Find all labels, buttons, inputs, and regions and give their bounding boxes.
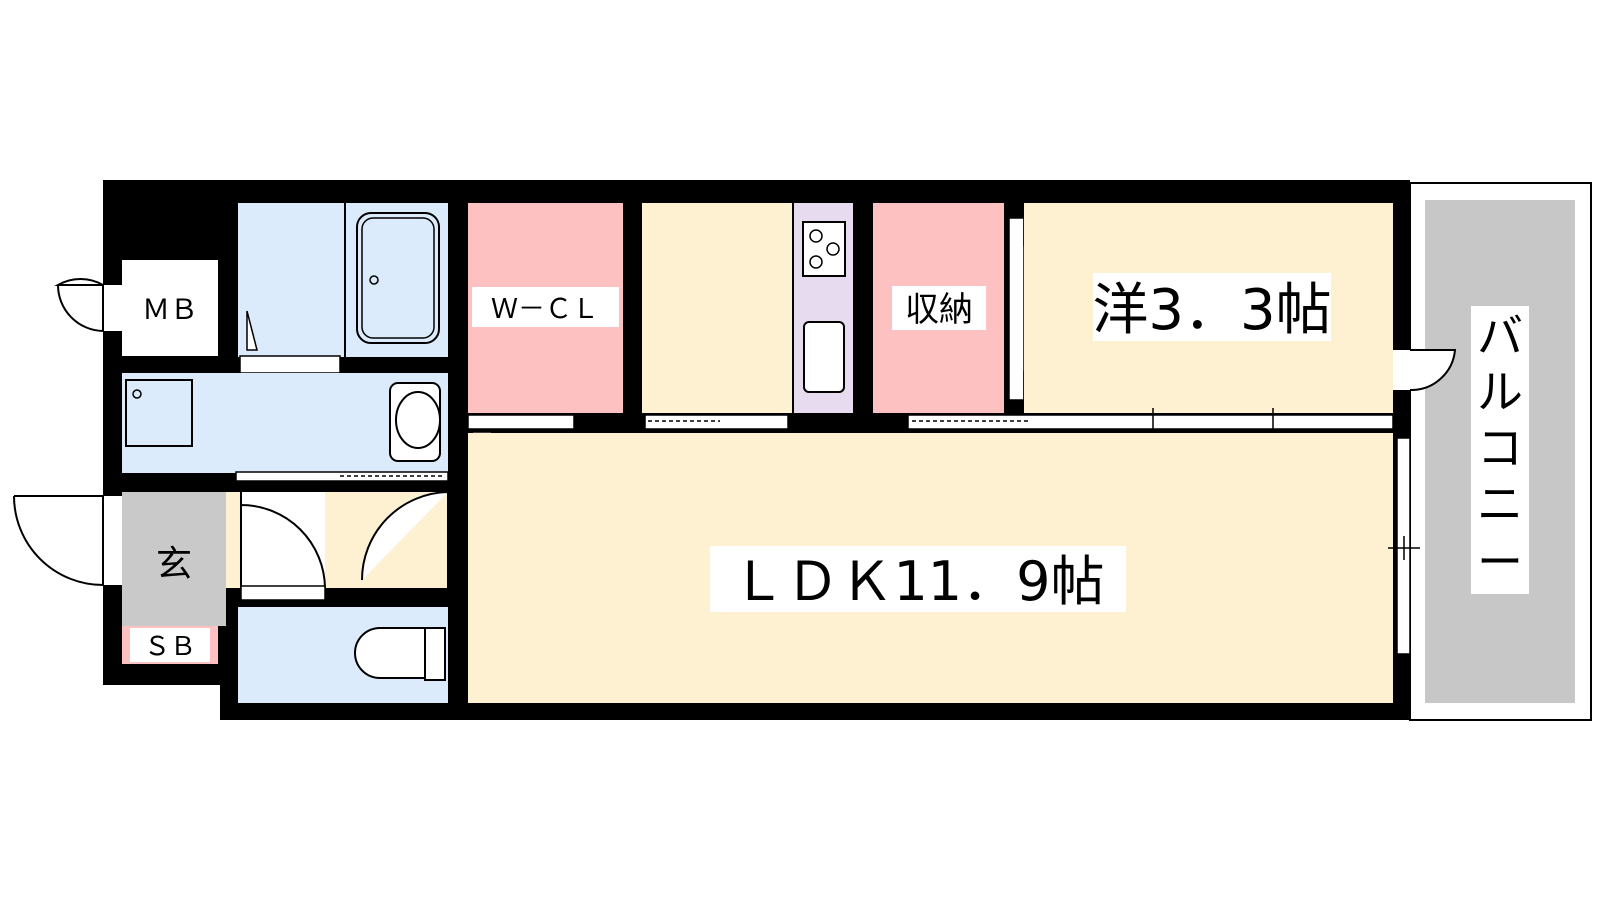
entrance: 玄 ＳＢ bbox=[13, 492, 226, 664]
western-sliding-door bbox=[907, 414, 1394, 430]
hall-door-gap bbox=[241, 492, 325, 588]
washing-machine-drain bbox=[132, 389, 142, 399]
sb-label: ＳＢ bbox=[144, 632, 196, 662]
western-room: 洋3．3帖 bbox=[907, 203, 1457, 436]
wcl-label: Ｗ－ＣＬ bbox=[491, 294, 599, 325]
wcl-label-bg bbox=[472, 287, 619, 327]
stove bbox=[802, 221, 846, 277]
mb-room: ＭＢ bbox=[54, 260, 218, 356]
western-window-swing bbox=[1409, 349, 1457, 392]
washroom bbox=[122, 373, 449, 482]
walk-in-closet: Ｗ－ＣＬ bbox=[467, 203, 623, 483]
bathroom bbox=[238, 203, 448, 374]
bathroom-door bbox=[239, 355, 341, 374]
western-label: 洋3．3帖 bbox=[1092, 278, 1331, 343]
storage-label: 収納 bbox=[905, 290, 973, 330]
balcony: バ ル コ ニ ー bbox=[1409, 182, 1592, 721]
ldk-room: ＬＤＫ11．9帖 bbox=[468, 433, 1420, 703]
toilet-room bbox=[238, 607, 448, 703]
kitchen-nook-floor bbox=[642, 203, 793, 413]
burner bbox=[809, 229, 823, 243]
balcony-char: ー bbox=[1477, 535, 1523, 589]
ldk-label: ＬＤＫ11．9帖 bbox=[731, 550, 1104, 613]
bathroom-door-symbol bbox=[246, 310, 258, 351]
mb-door-swing bbox=[54, 278, 104, 333]
hall-door-swing bbox=[240, 492, 326, 589]
toilet-tank bbox=[424, 627, 446, 681]
toilet-bowl bbox=[354, 627, 426, 679]
storage-label-bg bbox=[892, 286, 986, 330]
bathtub-drain bbox=[369, 275, 379, 285]
sb-label-bg bbox=[130, 628, 210, 662]
kitchen bbox=[642, 203, 853, 430]
entrance-floor bbox=[122, 492, 226, 626]
storage: 収納 bbox=[873, 203, 1073, 413]
balcony-char: ル bbox=[1477, 365, 1523, 419]
balcony-char: コ bbox=[1477, 421, 1523, 475]
washing-machine-pan bbox=[125, 379, 193, 447]
balcony-char: バ bbox=[1477, 309, 1523, 363]
hallway bbox=[226, 491, 449, 601]
mb-floor bbox=[122, 260, 218, 356]
balcony-char: ニ bbox=[1477, 477, 1523, 531]
western-label-bg bbox=[1093, 273, 1331, 341]
front-door-swing bbox=[13, 495, 104, 586]
bathtub bbox=[356, 212, 440, 344]
mb-label: ＭＢ bbox=[142, 293, 198, 326]
storage-door bbox=[1008, 217, 1025, 401]
kitchen-door bbox=[644, 414, 789, 430]
balcony-label-bg bbox=[1471, 306, 1529, 594]
mb-door-gap bbox=[103, 285, 122, 331]
washbasin-counter bbox=[389, 382, 441, 462]
wcl-door bbox=[467, 414, 575, 430]
washbasin-bowl bbox=[395, 391, 441, 449]
entrance-label: 玄 bbox=[156, 544, 192, 585]
burner bbox=[826, 242, 840, 256]
western-window-gap bbox=[1393, 350, 1410, 390]
bathtub-inner bbox=[361, 217, 435, 339]
burner bbox=[809, 255, 823, 269]
toilet-door bbox=[240, 585, 326, 601]
ldk-label-bg bbox=[710, 546, 1126, 612]
ldk-door-swing bbox=[361, 491, 449, 588]
bathroom-floor bbox=[238, 203, 448, 357]
front-door-gap bbox=[103, 496, 122, 585]
sink bbox=[803, 321, 845, 393]
